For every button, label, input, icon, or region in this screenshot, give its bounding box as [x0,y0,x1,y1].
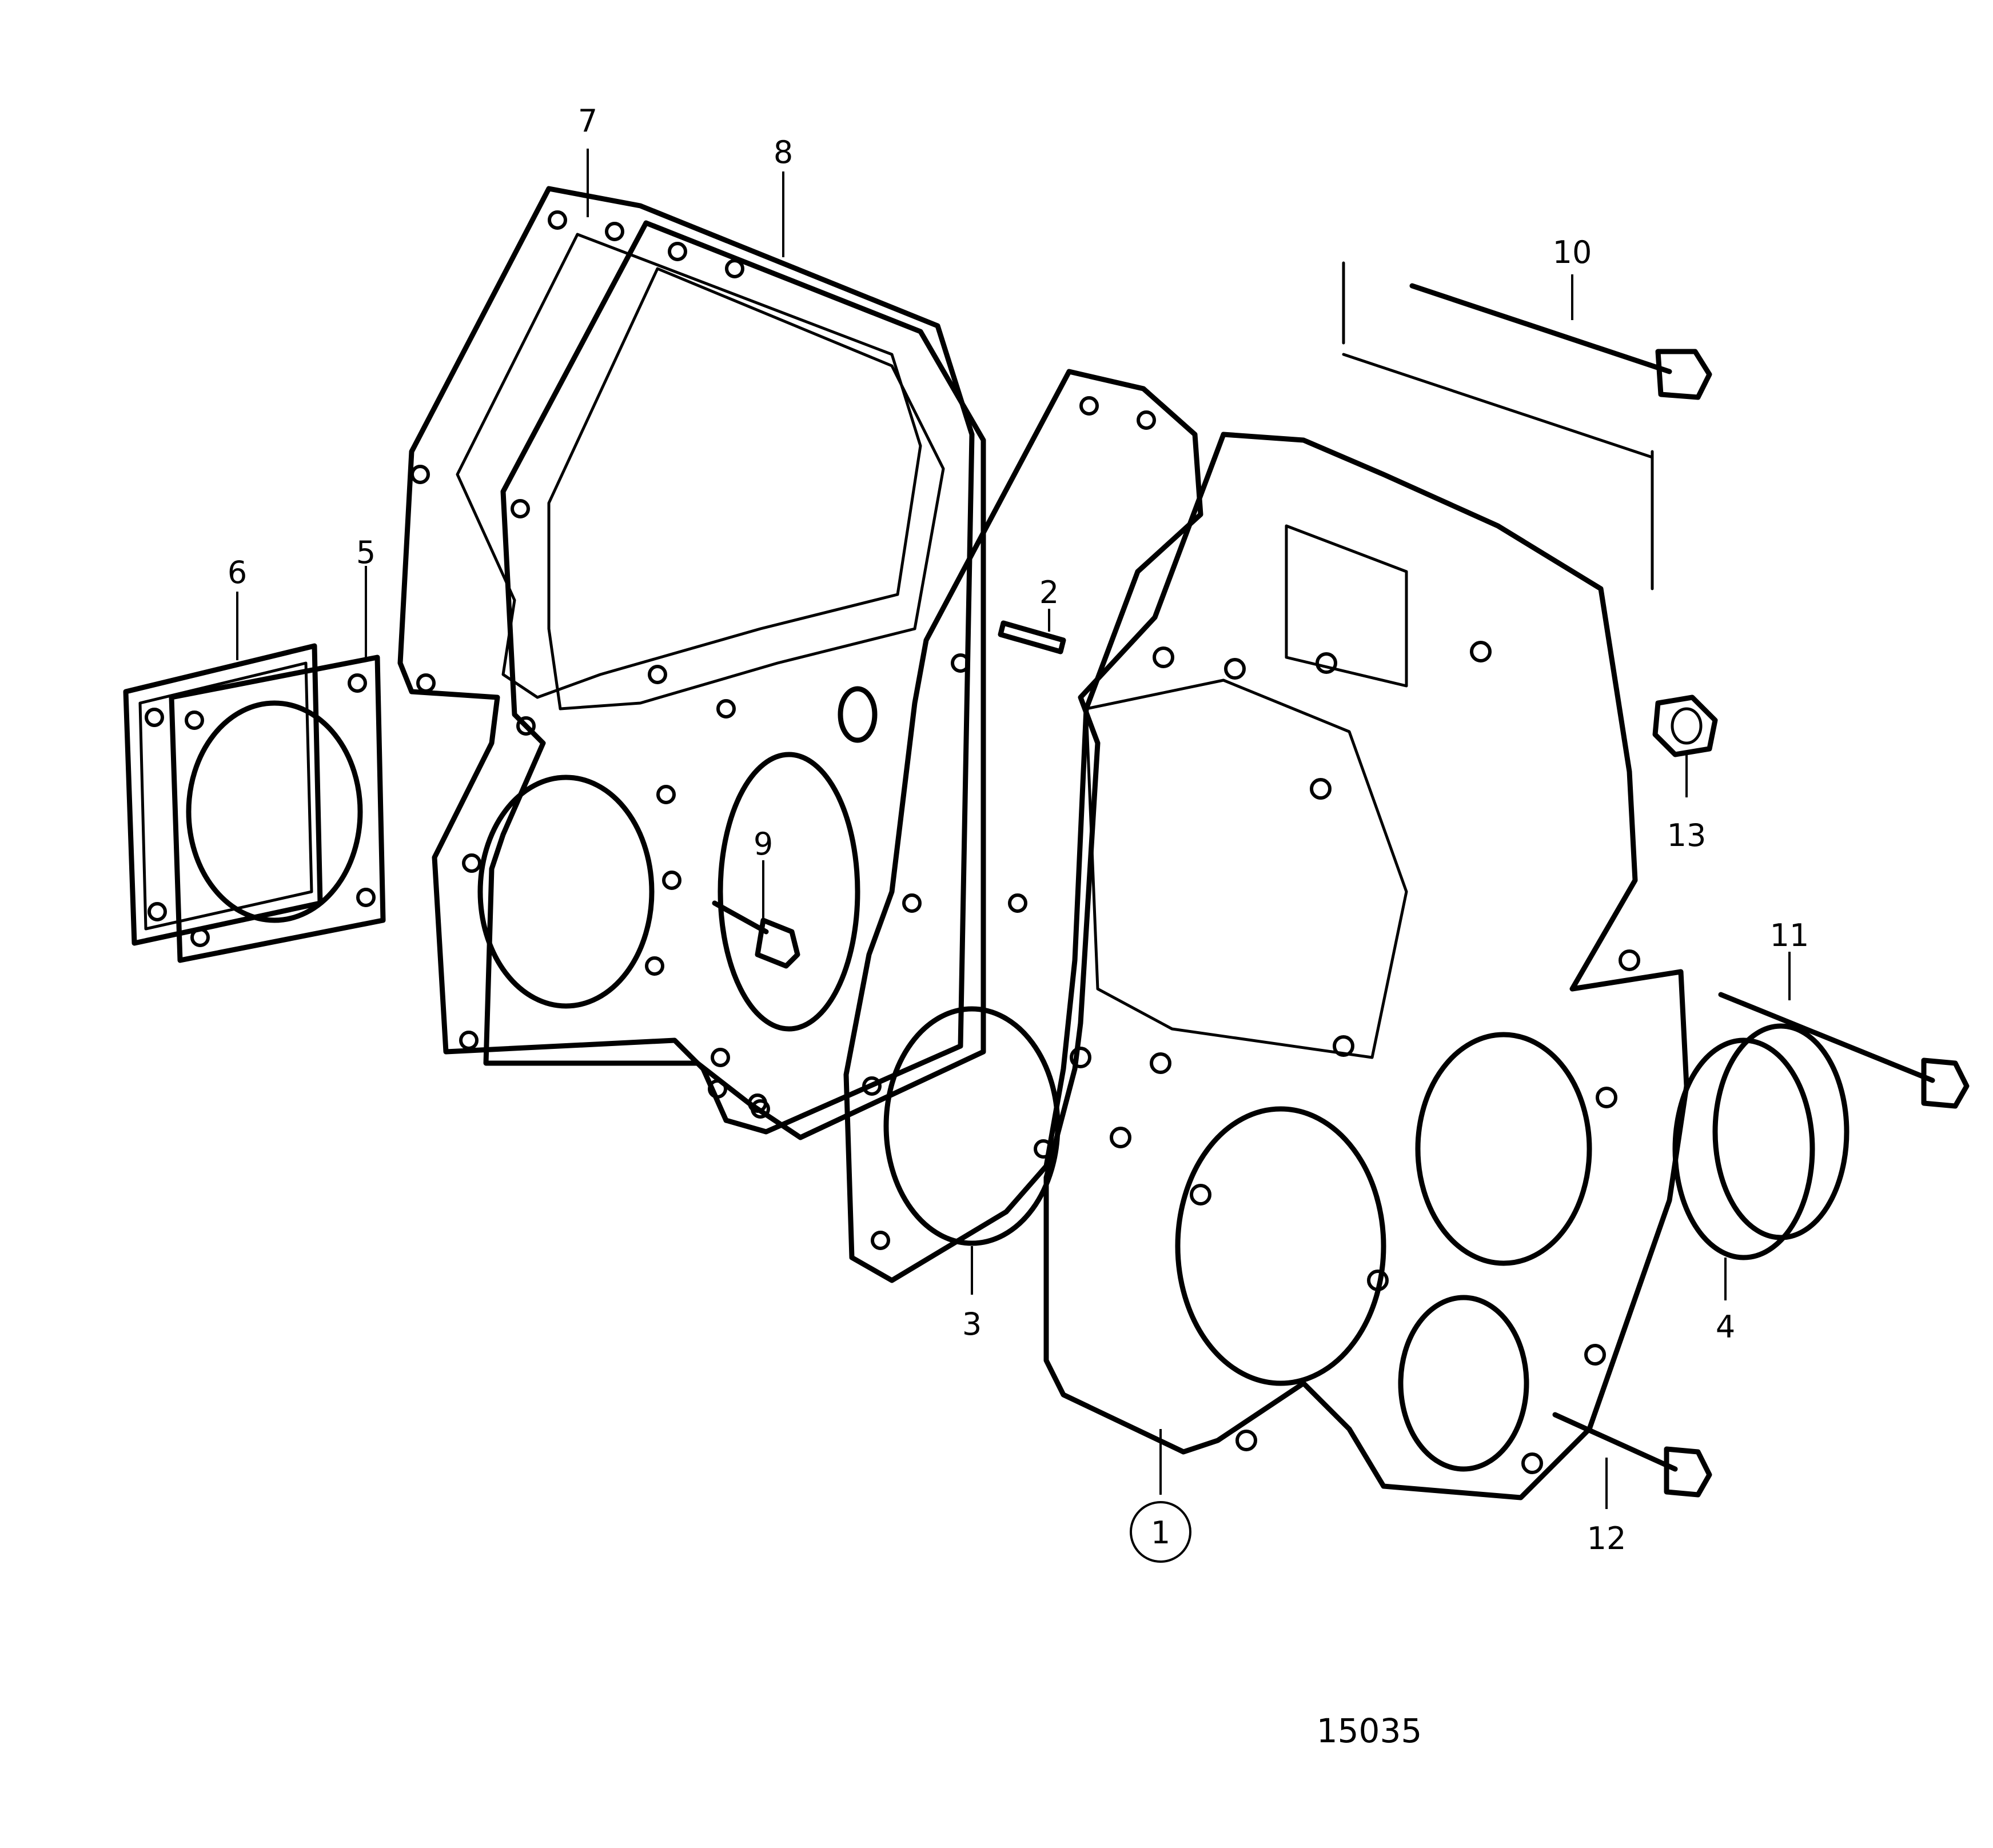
part-10-bolt [1342,261,1712,590]
callout-2: 2 [1039,574,1059,610]
part-3-gasket [843,369,1203,1283]
part-8-gasket [483,220,986,1140]
callout-1: 1 [1151,1515,1170,1551]
part-13-nut [1652,695,1718,757]
part-12-bolt [1552,1412,1712,1498]
callout-8: 8 [774,134,793,170]
leader-lines [236,149,1791,1509]
part-2-dowel-pin [998,620,1066,654]
part-4-seal-ring [1672,1023,1849,1260]
part-11-bolt [1718,992,1970,1109]
callout-5: 5 [356,534,376,570]
callout-4: 4 [1716,1309,1735,1345]
callout-3: 3 [962,1306,982,1342]
callout-13: 13 [1667,817,1707,853]
part-5-gasket [169,654,386,963]
callout-1-circle [1130,1501,1191,1563]
part-1-housing [1043,432,1689,1500]
callout-11: 11 [1770,917,1809,953]
callout-labels: 7 8 10 6 5 2 9 13 11 3 4 1 12 [228,103,1809,1563]
callout-10: 10 [1553,234,1592,270]
callout-6: 6 [228,554,247,590]
callout-7: 7 [578,103,597,139]
callout-9: 9 [754,826,773,862]
figure-number: 15035 [1317,1711,1422,1750]
part-9-bolt [712,900,800,969]
callout-12: 12 [1587,1520,1627,1556]
